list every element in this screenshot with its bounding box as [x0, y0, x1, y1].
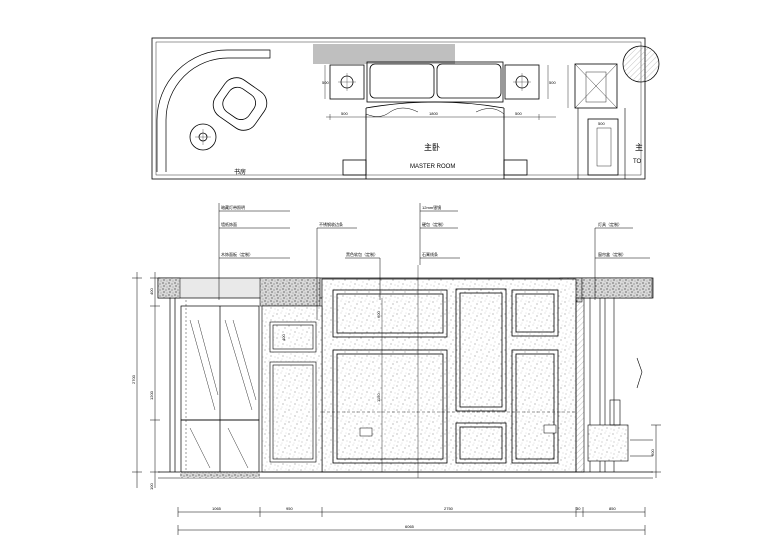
room-label-cn: 主卧 — [424, 142, 440, 152]
panel-dim-2: 1150 — [376, 393, 381, 402]
side-panels — [269, 321, 317, 463]
panel-dim-3: 400 — [281, 334, 286, 341]
feature-wall — [321, 278, 577, 473]
callout-2: 墙纸饰面 — [221, 221, 237, 227]
toilet-label-cn: 主 — [635, 142, 643, 152]
ceiling-beam-left — [157, 277, 181, 299]
dim-right: 600 — [650, 449, 655, 456]
elevation — [157, 265, 654, 479]
callout-8: 石膏线条 — [422, 251, 438, 257]
callout-labels: 暗藏灯带照明 墙纸饰面 木饰面板（定制） 不锈钢收边条 黑色软包（定制） 12m… — [221, 204, 626, 257]
plan-dim-1: 500 — [341, 111, 348, 116]
dimension-labels: 1065 950 2750 30 850 6065 400 2700 1200 … — [131, 288, 655, 529]
round-window — [622, 45, 660, 83]
study-label-cn: 书房 — [234, 168, 246, 176]
bed-bench-right — [503, 159, 528, 176]
dim-left-top: 400 — [149, 288, 154, 295]
nightstand-right — [504, 64, 540, 100]
callout-9: 灯具（定制） — [598, 221, 622, 227]
toilet-room — [587, 118, 619, 176]
nightstand-left — [329, 64, 365, 100]
room-label-en: MASTER ROOM — [410, 164, 455, 170]
floor-strip — [180, 472, 260, 478]
plan-outer-wall — [151, 37, 646, 180]
plan-labels: 主卧 MASTER ROOM 书房 主 TO 500 1800 500 500 … — [234, 80, 643, 176]
bed — [365, 61, 505, 179]
ceiling-beam-mid — [259, 277, 321, 307]
dim-left-mid: 1200 — [149, 390, 154, 400]
callout-4: 不锈钢收边条 — [319, 221, 343, 227]
bed-bench-left — [342, 159, 367, 176]
dim-left-bottom: 100 — [149, 483, 154, 490]
callout-7: 硬包（定制） — [422, 221, 446, 227]
callout-1: 暗藏灯带照明 — [221, 204, 245, 210]
dim-total: 6065 — [405, 524, 415, 529]
dim-bottom-a: 1065 — [212, 506, 222, 511]
dimension-lines — [132, 272, 661, 535]
dim-bottom-b: 950 — [286, 506, 293, 511]
side-table — [189, 123, 217, 151]
plan-inner-wall — [155, 41, 642, 176]
outlet-right — [543, 424, 557, 434]
study-curved-desk — [156, 49, 271, 172]
headboard-panels — [332, 288, 559, 464]
callout-6: 12mm银镜 — [422, 204, 441, 210]
plan-dim-3: 500 — [515, 111, 522, 116]
dim-bottom-d: 30 — [576, 506, 581, 511]
armchair — [212, 77, 268, 131]
wardrobe — [574, 63, 618, 109]
plan-dim-2: 1800 — [429, 111, 439, 116]
callout-leaders — [218, 203, 650, 320]
dim-bottom-c: 2750 — [444, 506, 454, 511]
plan-dim-6: 500 — [598, 121, 605, 126]
floor-plan — [151, 37, 660, 180]
toilet-label-en: TO — [633, 159, 642, 165]
headboard-band — [313, 44, 455, 64]
outlet-left — [359, 427, 373, 437]
dim-left-overall: 2700 — [131, 374, 136, 384]
mirror-wardrobe — [169, 298, 260, 473]
bathroom-section — [575, 297, 653, 473]
dim-bottom-e: 850 — [609, 506, 616, 511]
panel-dim-1: 600 — [376, 311, 381, 318]
callout-3: 木饰面板（定制） — [221, 251, 253, 257]
callout-10: 窗帘盒（定制） — [598, 251, 626, 257]
plan-dim-5: 500 — [549, 80, 556, 85]
plan-dim-4: 500 — [322, 80, 329, 85]
callout-5: 黑色软包（定制） — [346, 251, 378, 257]
